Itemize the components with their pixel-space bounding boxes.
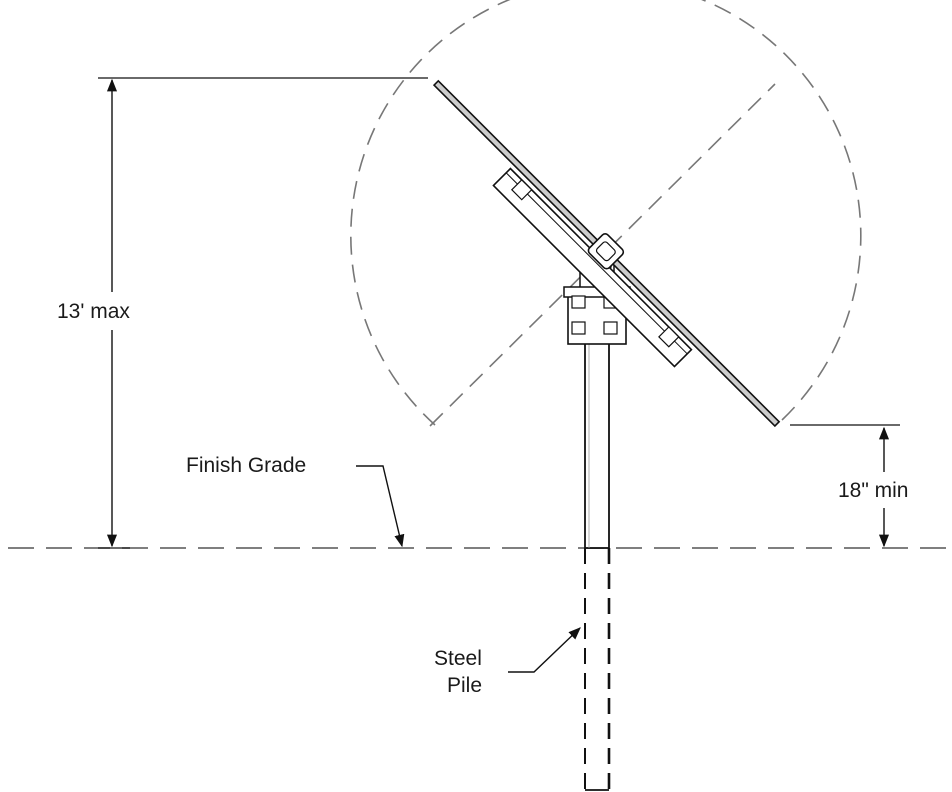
solar-panel-assembly: [432, 79, 781, 428]
steel-pile-below-grade: [584, 548, 611, 791]
height-dimension: [98, 77, 428, 549]
perpendicular-axis-line: [429, 83, 776, 427]
clearance-min-label: 18" min: [838, 479, 909, 502]
steel-pile-label-line1: Steel: [434, 647, 482, 670]
steel-pile-label-line2: Pile: [447, 674, 482, 697]
rotation-sweep-arc: [350, 0, 862, 426]
steel-pile-leader: [508, 627, 581, 673]
finish-grade-label: Finish Grade: [186, 454, 306, 477]
finish-grade-leader: [356, 465, 405, 548]
clearance-dimension: [790, 424, 900, 548]
height-max-label: 13' max: [57, 300, 130, 323]
